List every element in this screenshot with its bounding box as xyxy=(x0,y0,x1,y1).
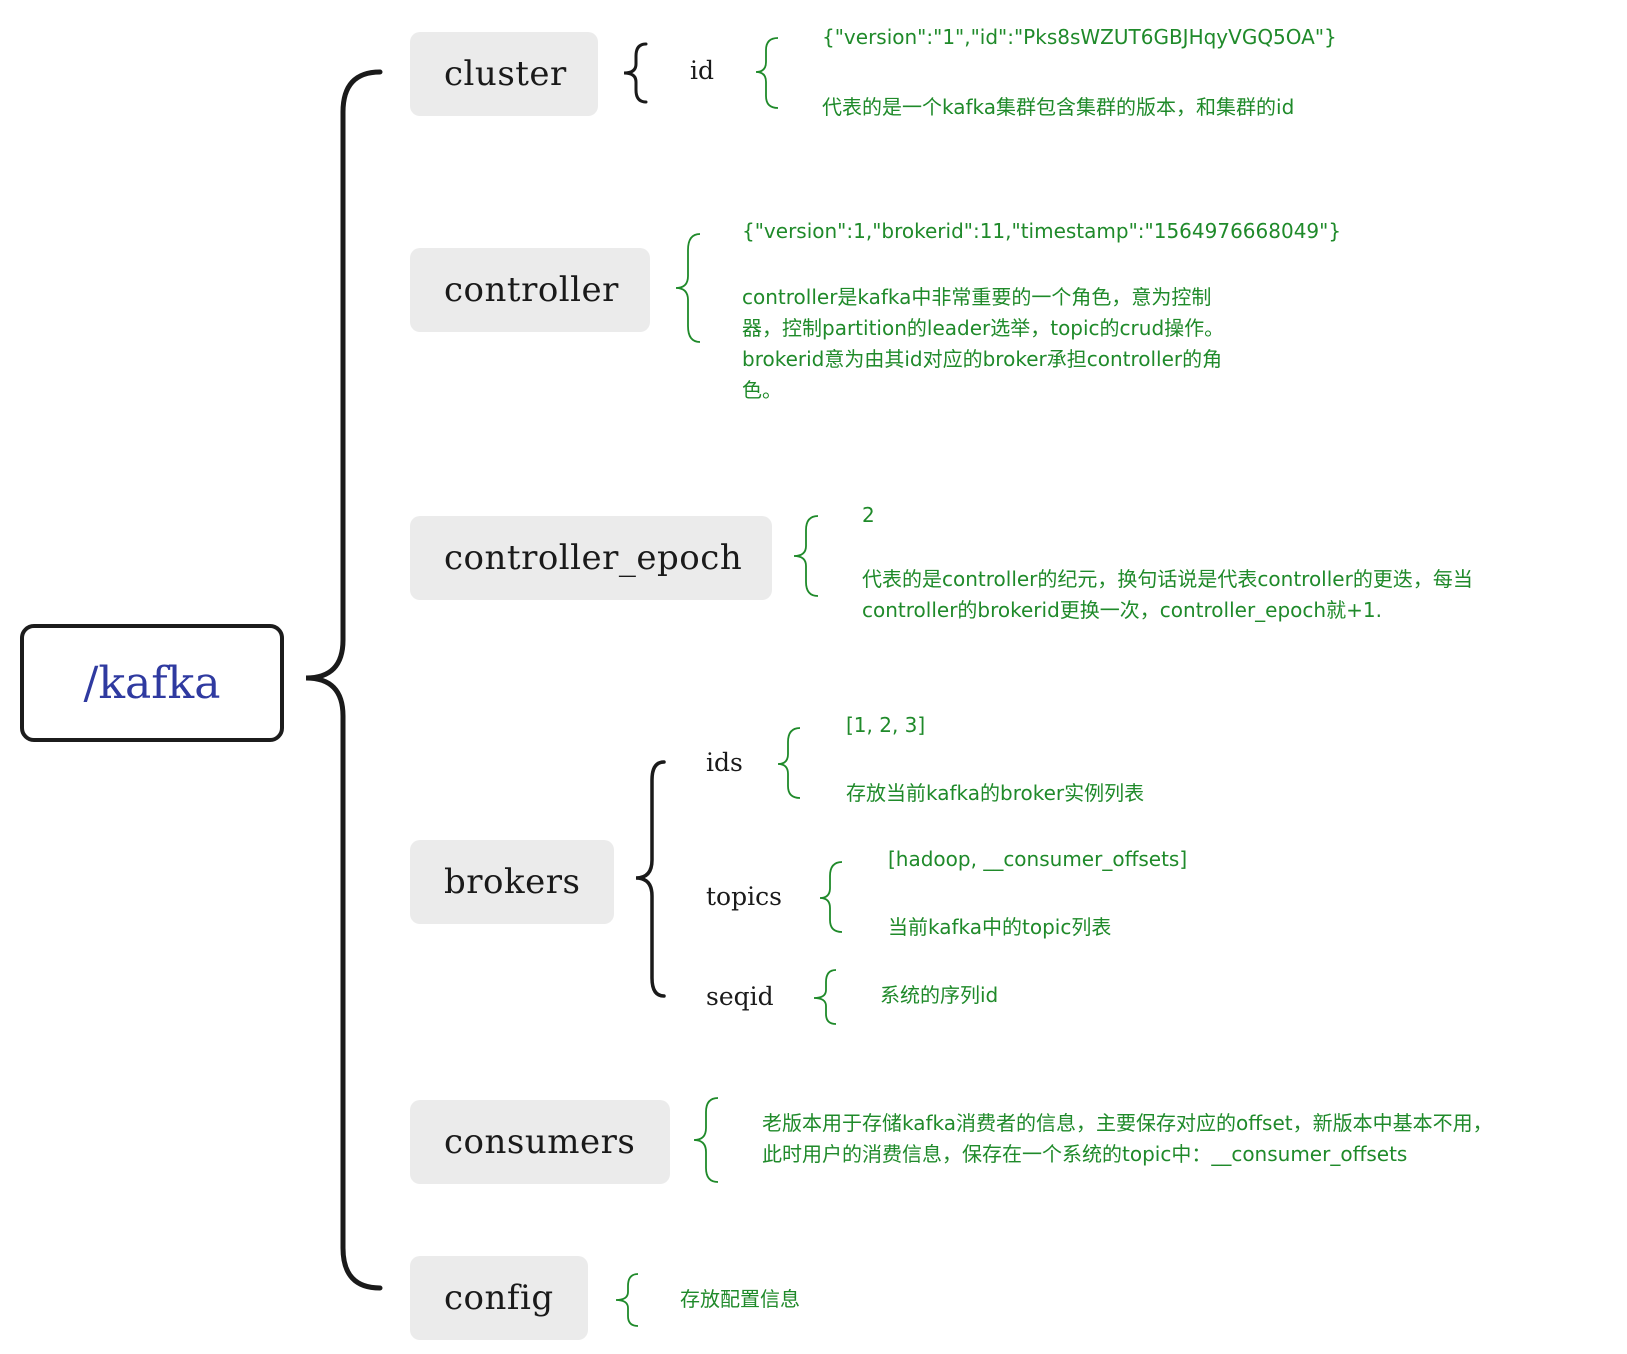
config-brace xyxy=(615,1273,639,1327)
id-desc: 代表的是一个kafka集群包含集群的版本，和集群的id xyxy=(822,95,1295,119)
consumers-brace xyxy=(693,1097,719,1183)
node-consumers-label: consumers xyxy=(444,1122,636,1162)
controller-brace xyxy=(675,233,701,343)
seqid-desc: 系统的序列id xyxy=(880,983,999,1007)
node-controller-epoch: controller_epoch xyxy=(410,516,772,600)
controller-desc: controller是kafka中非常重要的一个角色，意为控制 器，控制part… xyxy=(742,285,1225,402)
controller-value: {"version":1,"brokerid":11,"timestamp":"… xyxy=(742,219,1342,243)
node-config-label: config xyxy=(444,1278,554,1318)
id-value: {"version":"1","id":"Pks8sWZUT6GBJHqyVGQ… xyxy=(822,25,1337,49)
brokers-brace xyxy=(635,760,666,998)
controller-epoch-brace xyxy=(793,515,819,597)
node-brokers-label: brokers xyxy=(444,862,581,902)
child-id-label: id xyxy=(690,56,714,85)
controller-epoch-value: 2 xyxy=(862,503,875,527)
consumers-desc: 老版本用于存储kafka消费者的信息，主要保存对应的offset，新版本中基本不… xyxy=(762,1111,1493,1166)
root-node: /kafka xyxy=(20,624,284,742)
seqid-brace xyxy=(813,969,837,1025)
cluster-brace xyxy=(623,42,648,104)
child-seqid-label: seqid xyxy=(706,982,774,1011)
topics-brace xyxy=(819,861,843,933)
topics-desc: 当前kafka中的topic列表 xyxy=(888,915,1112,939)
node-controller: controller xyxy=(410,248,650,332)
node-controller-label: controller xyxy=(444,270,619,310)
node-consumers: consumers xyxy=(410,1100,670,1184)
node-controller-epoch-label: controller_epoch xyxy=(444,538,743,578)
child-ids-label: ids xyxy=(706,748,743,777)
node-config: config xyxy=(410,1256,588,1340)
child-topics-label: topics xyxy=(706,882,782,911)
config-desc: 存放配置信息 xyxy=(680,1287,800,1311)
node-cluster-label: cluster xyxy=(444,54,567,94)
main-brace xyxy=(305,69,383,1291)
node-brokers: brokers xyxy=(410,840,614,924)
ids-value: [1, 2, 3] xyxy=(846,713,926,737)
root-label: /kafka xyxy=(83,657,221,709)
topics-value: [hadoop, __consumer_offsets] xyxy=(888,847,1188,871)
controller-epoch-desc: 代表的是controller的纪元，换句话说是代表controller的更迭，每… xyxy=(862,567,1473,622)
ids-desc: 存放当前kafka的broker实例列表 xyxy=(846,781,1145,805)
id-brace xyxy=(755,37,779,109)
node-cluster: cluster xyxy=(410,32,598,116)
ids-brace xyxy=(777,727,801,799)
